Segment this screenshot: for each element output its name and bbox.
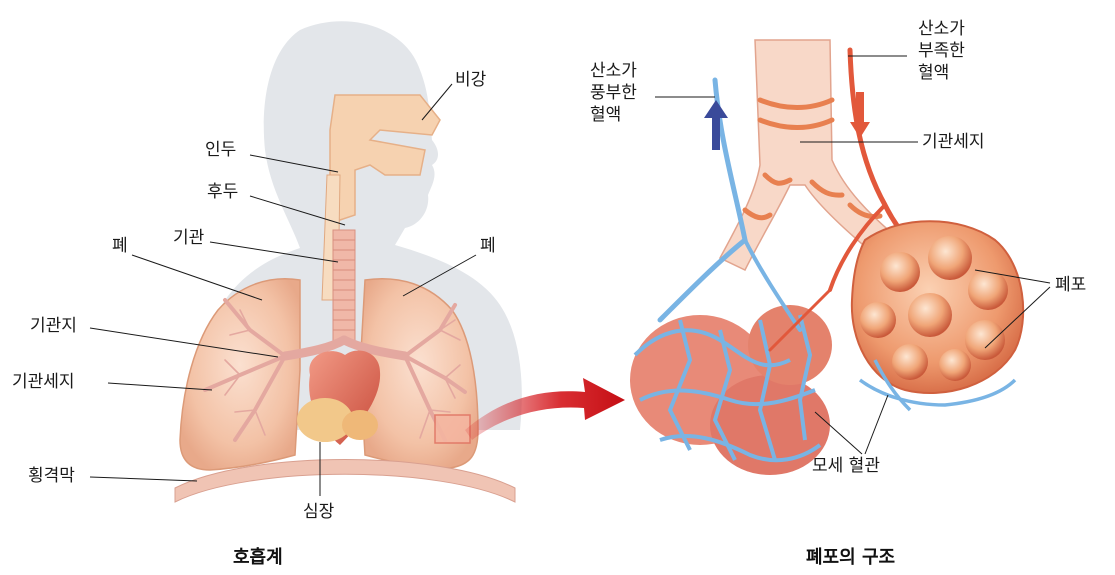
label-bronchus: 기관지 bbox=[30, 316, 77, 336]
label-lung-right: 폐 bbox=[480, 236, 496, 256]
label-bronchiole-right: 기관세지 bbox=[922, 132, 985, 152]
alveolar-sac bbox=[852, 221, 1023, 410]
label-lung-left: 폐 bbox=[112, 236, 128, 256]
label-heart: 심장 bbox=[303, 502, 334, 522]
label-bronchiole-left: 기관세지 bbox=[12, 372, 75, 392]
label-oxygen-poor-blood: 산소가 부족한 혈액 bbox=[918, 18, 965, 84]
caption-alveolus-structure: 폐포의 구조 bbox=[806, 543, 895, 569]
label-nasal-cavity: 비강 bbox=[455, 70, 486, 90]
caption-respiratory-system: 호흡계 bbox=[233, 543, 283, 569]
label-oxygen-rich-blood: 산소가 풍부한 혈액 bbox=[590, 60, 637, 126]
label-larynx: 후두 bbox=[207, 182, 238, 202]
label-pharynx: 인두 bbox=[205, 140, 236, 160]
label-capillaries: 모세 혈관 bbox=[812, 456, 880, 476]
label-diaphragm: 횡격막 bbox=[28, 466, 75, 486]
trachea bbox=[333, 230, 355, 342]
alveoli-region-marker bbox=[435, 415, 470, 443]
label-alveoli: 폐포 bbox=[1055, 275, 1086, 295]
label-trachea: 기관 bbox=[173, 228, 204, 248]
